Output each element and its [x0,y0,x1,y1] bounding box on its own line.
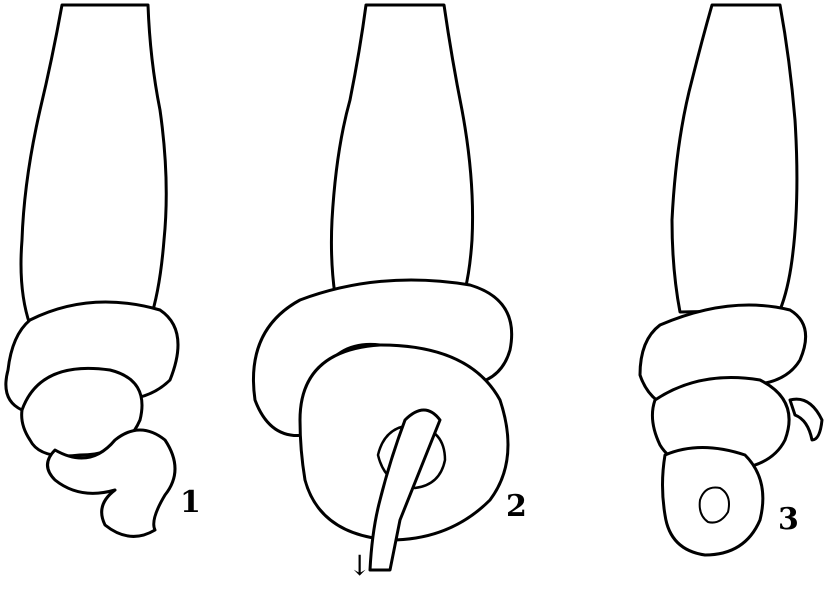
knot-1-drawing [6,5,178,536]
knot-3-label: 3 [778,505,799,535]
knot-1-rope-shaft [21,5,166,325]
knot-3-rope-shaft [672,5,797,312]
knot-2-drawing [253,5,511,570]
knot-2-rope-shaft [331,5,472,295]
pull-direction-arrow: ↓ [348,552,371,580]
knot-2-label: 2 [506,492,527,522]
knot-1-label: 1 [180,488,201,518]
knot-3-drawing [640,5,822,555]
knot-3-bight-hole [700,488,729,523]
knot-3-free-end [790,399,822,440]
